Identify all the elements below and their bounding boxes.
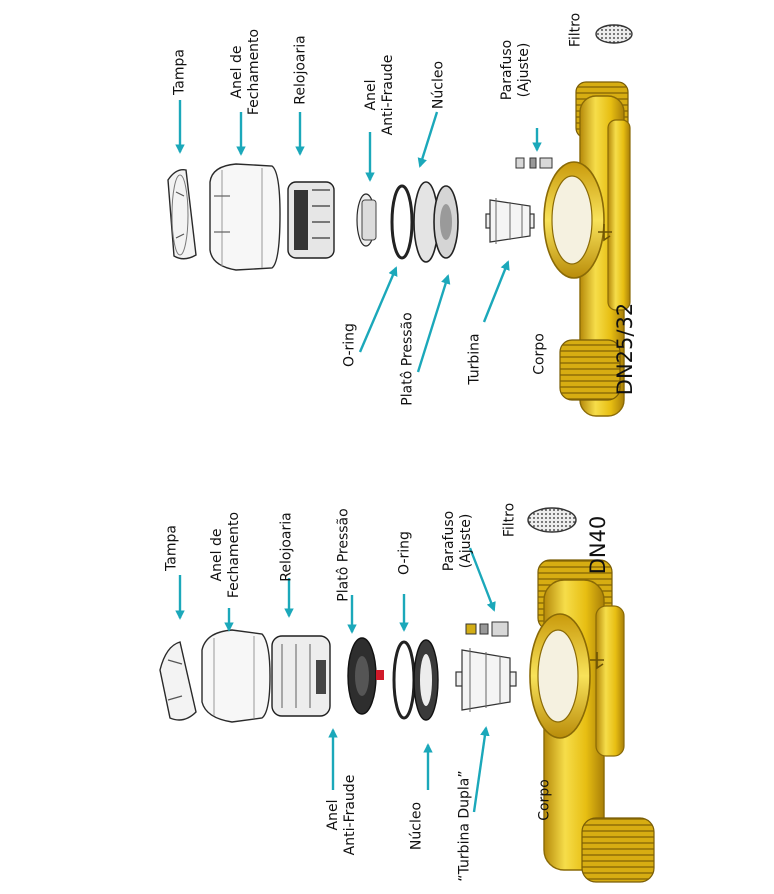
dn40-filtro-part (527, 507, 577, 533)
dn40-o-ring-label: O-ring (396, 531, 413, 575)
dn40-parts (159, 507, 655, 883)
dn25-arrows (175, 100, 542, 373)
dn25-nucleo-label: Núcleo (430, 60, 447, 110)
dn40-anel-anti-fraude-line1: Anel (325, 799, 341, 831)
dn25-parafuso-label: Parafuso (Ajuste) (499, 40, 533, 100)
dn25-anel-anti-fraude-part (356, 193, 377, 247)
dn40-parafuso-part (465, 621, 509, 637)
dn40-parafuso-line1: Parafuso (441, 510, 457, 572)
dn25-filtro-part (595, 24, 633, 44)
dn25-parts (167, 24, 633, 417)
dn25-anel-anti-fraude-line2: Anti-Fraude (380, 54, 396, 136)
dn40-tampa-part (159, 641, 197, 721)
dn40-relojoaria-label: Relojoaria (278, 512, 295, 582)
dn25-plato-pressao-label: Platô Pressão (399, 312, 416, 406)
dn40-plato-pressao-label: Platô Pressão (335, 508, 352, 602)
dn40-anel-fechamento-part (201, 629, 271, 723)
dn40-nucleo-label: Núcleo (408, 801, 425, 851)
dn40-anel-fechamento-line1: Anel de (209, 528, 225, 582)
dn25-tampa-part (167, 169, 197, 260)
dn40-parafuso-line2: (Ajuste) (458, 513, 474, 569)
dn25-tampa-label: Tampa (171, 49, 188, 95)
dn25-anel-fechamento-label: Anel de Fechamento (229, 29, 263, 115)
dn40-corpo-part (529, 559, 655, 883)
dn40-parafuso-arrow (468, 547, 496, 612)
dn25-anel-fechamento-line2: Fechamento (246, 28, 262, 116)
dn25-corpo-label: Corpo (531, 333, 548, 375)
dn25-corpo-part (543, 81, 631, 417)
dn25-o-ring-part (390, 184, 414, 260)
dn25-anel-fechamento-part (209, 163, 281, 271)
dn25-plato-arrow (416, 274, 451, 373)
dn25-relojoaria-label: Relojoaria (292, 35, 309, 105)
dn40-parafuso-label: Parafuso (Ajuste) (441, 511, 475, 571)
dn40-turbina-dupla-arrow (472, 726, 490, 813)
dn40-o-ring-part (392, 639, 439, 721)
dn25-turbina-arrow (482, 260, 510, 323)
dn25-parafuso-line2: (Ajuste) (516, 42, 532, 98)
dn40-filtro-label: Filtro (501, 502, 518, 538)
dn25-nucleo-arrow (417, 111, 439, 168)
dn40-anel-anti-fraude-line2: Anti-Fraude (342, 774, 358, 856)
dn40-plato-pressao-part (347, 637, 384, 715)
dn25-anel-anti-fraude-line1: Anel (363, 79, 379, 111)
dn25-turbina-part (485, 198, 535, 244)
dn25-anel-fechamento-line1: Anel de (229, 45, 245, 99)
dn25-turbina-label: Turbina (466, 333, 483, 385)
dn40-arrows (175, 547, 496, 813)
dn25-relojoaria-part (287, 181, 335, 259)
dn40-anel-fechamento-line2: Fechamento (226, 511, 242, 599)
dn25-filtro-label: Filtro (567, 12, 584, 48)
dn40-title: DN40 (586, 515, 610, 575)
dn40-anel-fechamento-label: Anel de Fechamento (209, 512, 243, 598)
dn25-o-ring-label: O-ring (341, 323, 358, 367)
dn25-parafuso-part (515, 157, 553, 169)
dn40-anel-anti-fraude-label: Anel Anti-Fraude (325, 775, 359, 856)
dn40-corpo-label: Corpo (536, 779, 553, 821)
dn25-o-ring-arrow (358, 266, 398, 353)
dn25-title: DN25/32 (613, 302, 637, 396)
dn40-turbina-dupla-part (455, 648, 517, 712)
dn25-parafuso-line1: Parafuso (499, 39, 515, 101)
dn40-relojoaria-part (271, 635, 331, 717)
dn25-nucleo-part (413, 181, 459, 263)
dn40-turbina-dupla-label: “Turbina Dupla” (456, 770, 473, 882)
dn25-anel-anti-fraude-label: Anel Anti-Fraude (363, 55, 397, 136)
dn40-tampa-label: Tampa (163, 525, 180, 571)
